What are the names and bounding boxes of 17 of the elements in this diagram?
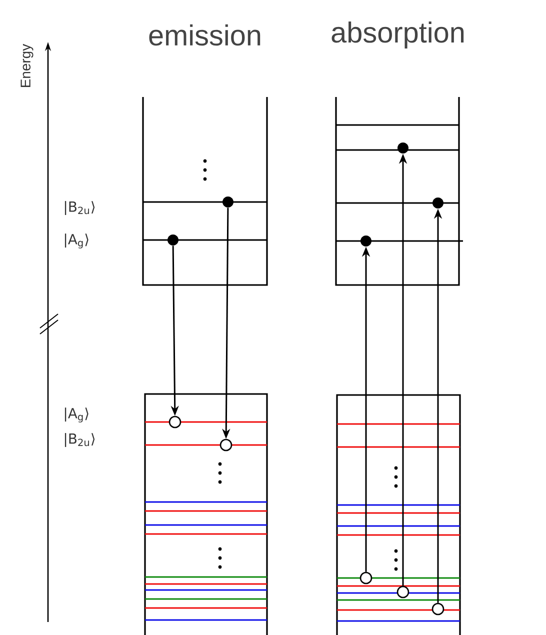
column-heading: emission [149,24,260,46]
open-circle [220,438,232,452]
state-label: |A$_{g}$⟩ [64,234,88,248]
filled-dot [222,196,234,208]
filled-dot [432,198,444,208]
open-circle [360,572,372,584]
state-label: |B$_{2u}$⟩ [64,201,95,215]
filled-dot [398,142,408,154]
open-circle [168,416,182,428]
state-label: |A$_{g}$⟩ [64,408,88,422]
open-circle [432,602,444,616]
axis-label: Energy [20,44,34,87]
open-circle [396,586,410,598]
column-heading: absorption [332,22,464,48]
filled-dot [360,236,372,246]
state-label: |B$_{2u}$⟩ [64,433,95,447]
filled-dot [168,234,178,246]
